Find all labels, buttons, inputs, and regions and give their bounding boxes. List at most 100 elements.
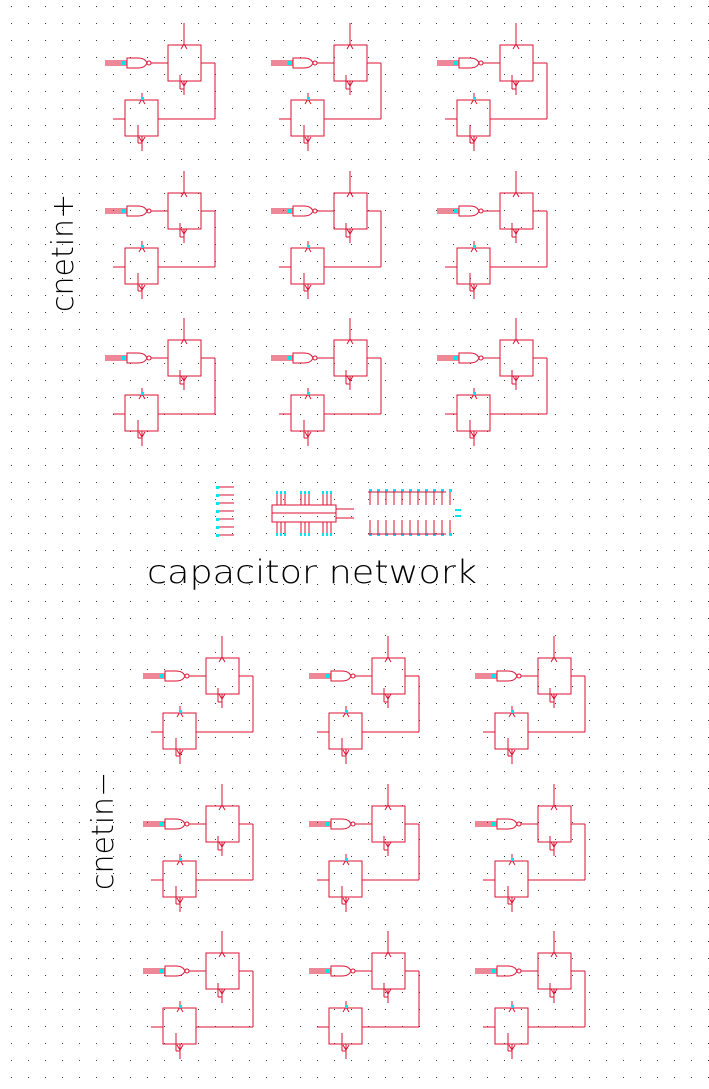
cap-pin: [216, 526, 219, 529]
cap-pin: [300, 533, 302, 536]
pin-marker: [141, 392, 144, 395]
cap-pin: [455, 509, 461, 511]
latch-cell[interactable]: [143, 931, 254, 1059]
inverter-gate: [330, 670, 352, 682]
out-arrow: [138, 431, 146, 438]
pin-marker: [307, 245, 310, 248]
cap-pin: [377, 489, 380, 492]
cap-pin: [216, 486, 219, 489]
pin-marker: [179, 710, 182, 713]
latch-cell[interactable]: [143, 784, 254, 912]
inverter-gate: [496, 670, 518, 682]
inverter-bubble: [350, 673, 356, 679]
inverter-bubble: [478, 60, 484, 66]
latch-cell[interactable]: [437, 23, 548, 151]
inverter-gate: [164, 670, 186, 682]
out-arrow: [342, 749, 350, 756]
out-arrow: [138, 136, 146, 143]
out-arrow: [180, 80, 188, 87]
input-pin: [326, 674, 329, 678]
input-pin: [492, 822, 495, 826]
input-pin: [122, 61, 125, 65]
cnetin-plus-group: [105, 23, 548, 446]
cap-pin: [216, 510, 219, 513]
pin-marker: [141, 245, 144, 248]
cap-pin: [330, 533, 332, 536]
latch-cell[interactable]: [475, 784, 586, 912]
cap-pin: [326, 533, 328, 536]
cap-pin: [433, 489, 436, 492]
pin-marker: [511, 858, 514, 861]
capacitor-network-symbol[interactable]: [216, 486, 461, 537]
out-arrow: [512, 375, 520, 382]
clock-arrow: [512, 43, 520, 50]
inverter-gate: [330, 818, 352, 830]
inverter-bubble: [516, 821, 522, 827]
cap-pin: [425, 489, 428, 492]
out-arrow: [176, 749, 184, 756]
clock-arrow: [218, 951, 226, 958]
inverter-bubble: [184, 968, 190, 974]
inverter-gate: [292, 352, 314, 364]
cap-pin: [417, 489, 420, 492]
cap-pin: [216, 534, 219, 537]
inverter-bubble: [146, 355, 152, 361]
inverter-gate: [126, 57, 148, 69]
input-pin: [160, 969, 163, 973]
out-arrow: [180, 228, 188, 235]
clock-arrow: [346, 43, 354, 50]
input-pin: [454, 61, 457, 65]
pin-marker: [473, 245, 476, 248]
out-arrow: [176, 1044, 184, 1051]
inverter-gate: [330, 965, 352, 977]
pin-marker: [345, 858, 348, 861]
input-pin: [160, 674, 163, 678]
out-arrow: [512, 228, 520, 235]
inverter-gate: [458, 57, 480, 69]
out-arrow: [470, 431, 478, 438]
inverter-gate: [164, 965, 186, 977]
latch-cell[interactable]: [271, 318, 382, 446]
inverter-gate: [126, 352, 148, 364]
pin-marker: [307, 392, 310, 395]
latch-cell[interactable]: [105, 171, 216, 299]
latch-cell[interactable]: [309, 931, 420, 1059]
inverter-gate: [292, 57, 314, 69]
cap-pin: [304, 533, 306, 536]
out-arrow: [384, 988, 392, 995]
latch-cell[interactable]: [143, 636, 254, 764]
pin-marker: [179, 1005, 182, 1008]
inverter-gate: [458, 205, 480, 217]
latch-cell[interactable]: [271, 171, 382, 299]
latch-cell[interactable]: [475, 931, 586, 1059]
cap-pin: [280, 533, 282, 536]
cap-pin: [385, 489, 388, 492]
inverter-bubble: [478, 355, 484, 361]
out-arrow: [176, 897, 184, 904]
latch-cell[interactable]: [437, 171, 548, 299]
cap-pin: [308, 491, 310, 494]
clock-arrow: [384, 951, 392, 958]
out-arrow: [508, 897, 516, 904]
latch-cell[interactable]: [309, 784, 420, 912]
cap-pin: [284, 491, 286, 494]
input-pin: [454, 209, 457, 213]
out-arrow: [342, 897, 350, 904]
latch-cell[interactable]: [437, 318, 548, 446]
clock-arrow: [346, 338, 354, 345]
latch-cell[interactable]: [105, 318, 216, 446]
inverter-bubble: [184, 821, 190, 827]
out-arrow: [346, 80, 354, 87]
latch-cell[interactable]: [475, 636, 586, 764]
latch-cell[interactable]: [105, 23, 216, 151]
out-arrow: [470, 136, 478, 143]
cap-pin: [401, 489, 404, 492]
cnetin-minus-label: cnetin−: [86, 772, 121, 890]
input-pin: [326, 822, 329, 826]
cap-pin: [322, 491, 324, 494]
out-arrow: [470, 284, 478, 291]
latch-cell[interactable]: [309, 636, 420, 764]
clock-arrow: [512, 191, 520, 198]
latch-cell[interactable]: [271, 23, 382, 151]
